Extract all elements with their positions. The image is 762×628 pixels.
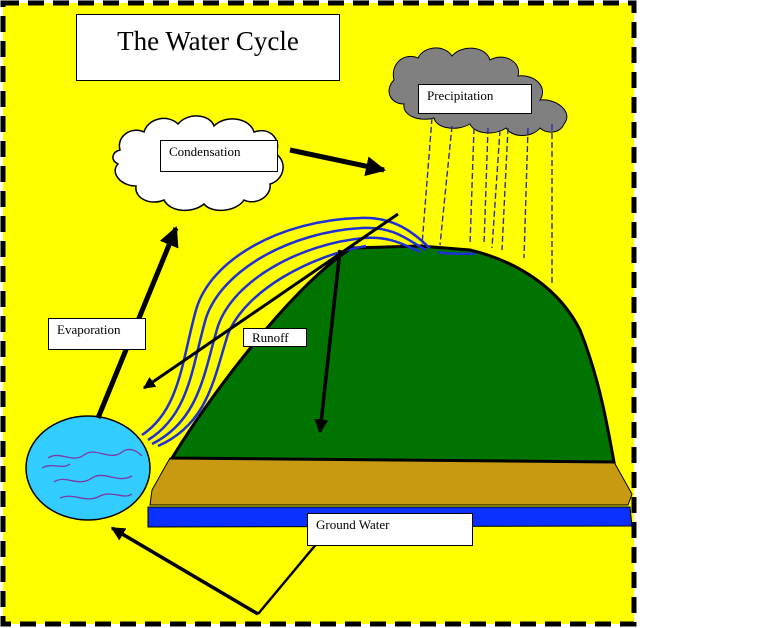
hill <box>169 244 616 464</box>
ground-water-leader <box>257 541 319 615</box>
runoff-label: Runoff <box>243 328 307 347</box>
lake-waves <box>41 448 143 500</box>
condensation-label: Condensation <box>160 140 278 172</box>
precipitation-label: Precipitation <box>418 84 532 114</box>
runoff-streams <box>141 216 476 448</box>
diagram-title: The Water Cycle <box>76 14 340 81</box>
ground-water-arrow <box>110 526 259 616</box>
infiltration-arrow <box>314 249 342 434</box>
soil-layer <box>149 457 633 506</box>
ground-water-label: Ground Water <box>307 513 473 546</box>
condensation-arrow <box>289 147 386 177</box>
lake <box>25 415 151 521</box>
evaporation-label: Evaporation <box>48 318 146 350</box>
runoff-arrow <box>143 212 399 390</box>
rain-lines <box>421 117 553 286</box>
